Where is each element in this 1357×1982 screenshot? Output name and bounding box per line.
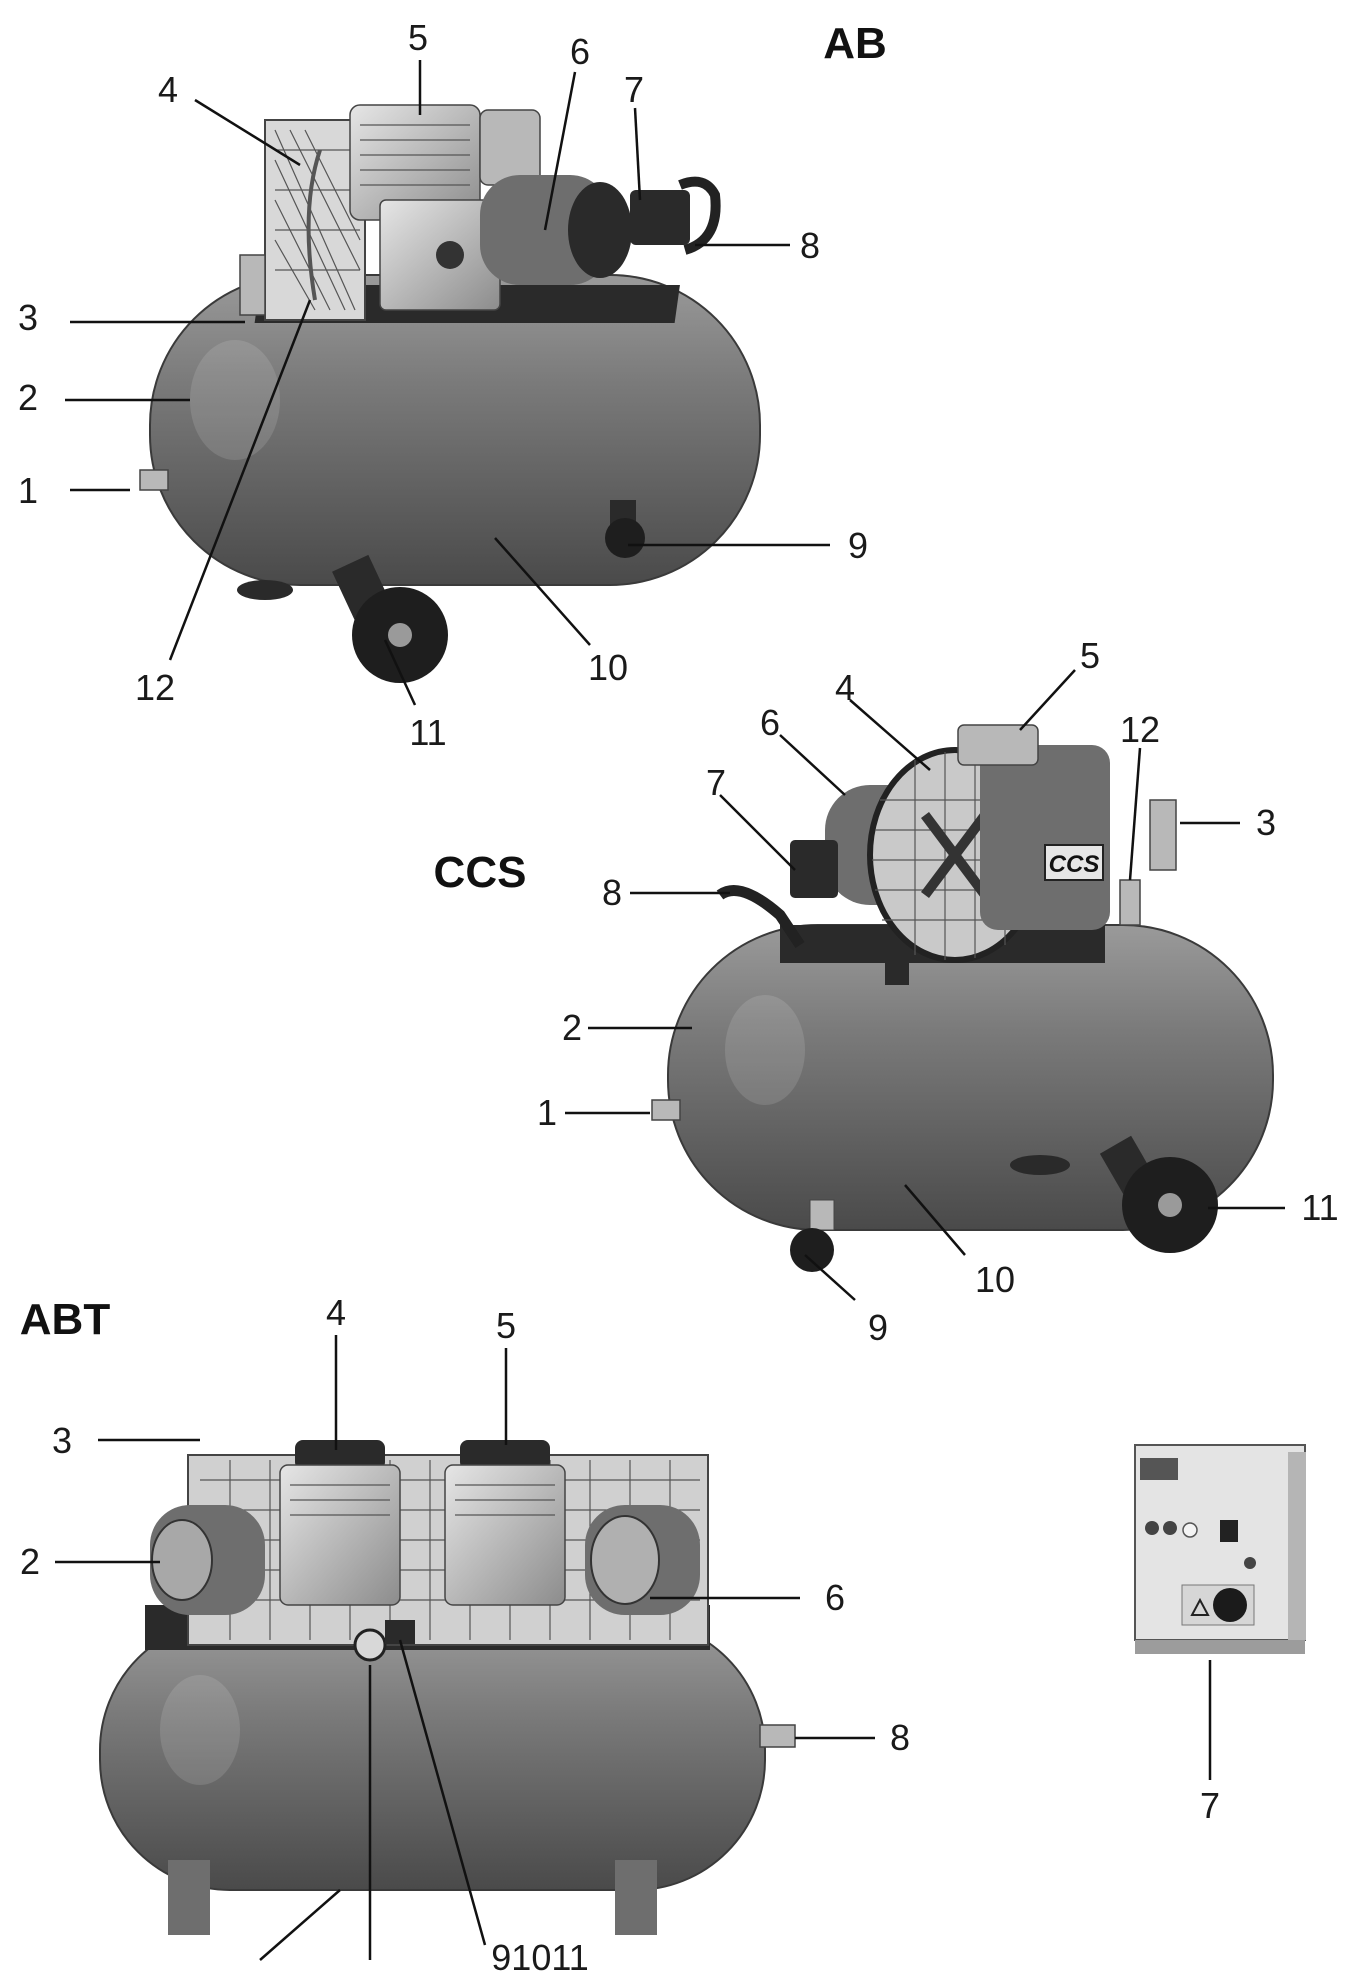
ccs-labels: CCS 1 2 3 4 5 6 7 8 9 10 11 12 xyxy=(434,635,1339,1348)
abt-model-title: ABT xyxy=(20,1295,111,1344)
ccs-model-title: CCS xyxy=(434,848,527,897)
ccs-callout-6: 6 xyxy=(760,702,780,743)
ab-model-title: AB xyxy=(823,19,887,68)
ab-callout-1: 1 xyxy=(18,470,38,511)
ab-callout-4: 4 xyxy=(158,69,178,110)
ccs-callout-11: 11 xyxy=(1301,1187,1338,1228)
ccs-compressor-illustration: CCS xyxy=(651,724,1274,1272)
ccs-callout-4: 4 xyxy=(835,667,855,708)
ab-callout-8: 8 xyxy=(800,225,820,266)
abt-callout-4: 4 xyxy=(326,1292,346,1333)
ab-callout-9: 9 xyxy=(848,525,868,566)
abt-callout-3: 3 xyxy=(52,1420,72,1461)
abt-callout-2: 2 xyxy=(20,1541,40,1582)
ccs-callout-7: 7 xyxy=(706,762,726,803)
ccs-callout-9: 9 xyxy=(868,1307,888,1348)
abt-callout-8: 8 xyxy=(890,1717,910,1758)
ab-callout-5: 5 xyxy=(408,17,428,58)
abt-leader-lines xyxy=(55,1335,875,1961)
ccs-badge: CCS xyxy=(1049,851,1100,878)
ab-callout-3: 3 xyxy=(18,297,38,338)
ab-callout-12: 12 xyxy=(135,667,175,708)
ab-callout-2: 2 xyxy=(18,377,38,418)
ab-callout-10: 10 xyxy=(588,647,628,688)
abt-compressor-illustration xyxy=(99,1440,796,1935)
ccs-callout-12: 12 xyxy=(1120,709,1160,750)
ccs-callout-1: 1 xyxy=(537,1092,557,1133)
panel-callout-7: 7 xyxy=(1200,1785,1220,1826)
ccs-callout-8: 8 xyxy=(602,872,622,913)
ccs-callout-3: 3 xyxy=(1256,802,1276,843)
panel-labels: 7 xyxy=(1200,1785,1220,1826)
ccs-leader-lines xyxy=(565,669,1285,1301)
ab-callout-7: 7 xyxy=(624,69,644,110)
ab-leader-lines xyxy=(65,60,830,706)
ab-labels: AB 1 2 3 4 5 6 7 8 9 10 11 12 xyxy=(18,17,887,753)
abt-callout-91011: 91011 xyxy=(491,1937,588,1978)
ccs-callout-5: 5 xyxy=(1080,635,1100,676)
ab-callout-6: 6 xyxy=(570,31,590,72)
ab-callout-11: 11 xyxy=(409,712,446,753)
ccs-callout-10: 10 xyxy=(975,1259,1015,1300)
control-panel-illustration xyxy=(1134,1444,1306,1654)
abt-labels: ABT 2 3 4 5 6 8 91011 xyxy=(20,1292,910,1978)
abt-callout-6: 6 xyxy=(825,1577,845,1618)
ab-compressor-illustration xyxy=(139,104,761,683)
abt-callout-5: 5 xyxy=(496,1305,516,1346)
ccs-callout-2: 2 xyxy=(562,1007,582,1048)
